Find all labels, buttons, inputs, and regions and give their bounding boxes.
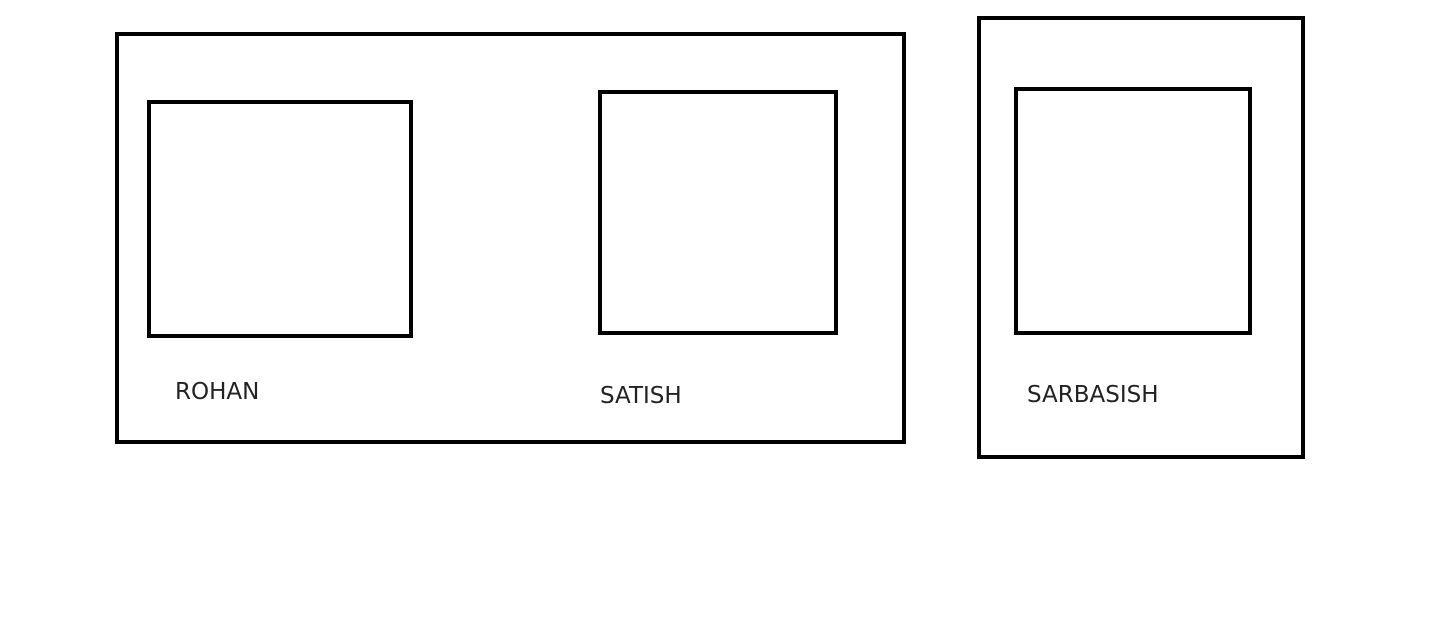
name-label-sarbasish: SARBASISH — [1027, 382, 1159, 408]
photo-placeholder-satish — [598, 90, 838, 335]
photo-placeholder-rohan — [147, 100, 413, 338]
photo-placeholder-sarbasish — [1014, 87, 1252, 335]
name-label-satish: SATISH — [600, 383, 682, 409]
name-label-rohan: ROHAN — [175, 379, 260, 405]
single-container-box — [977, 16, 1305, 459]
group-container-box — [115, 32, 906, 444]
